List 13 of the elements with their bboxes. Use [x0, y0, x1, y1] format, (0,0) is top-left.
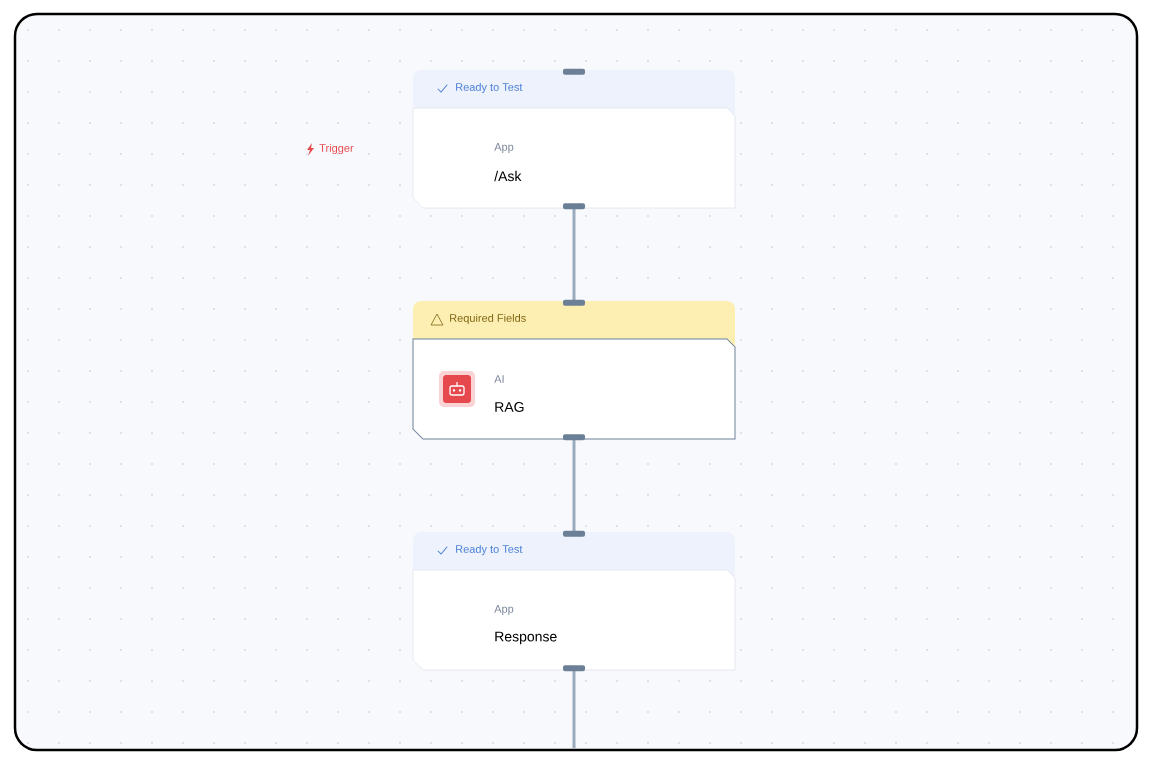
node-title: /Ask	[494, 170, 522, 182]
node-title: RAG	[495, 402, 524, 412]
step-card	[412, 301, 736, 440]
node-type-label: App	[494, 143, 514, 153]
status-label: Required Fields	[450, 313, 526, 325]
trigger-label: Trigger	[319, 143, 354, 155]
step-card	[412, 70, 736, 209]
node-type-label: AI	[494, 375, 504, 383]
node-type-label: App	[494, 605, 514, 615]
status-label: Ready to Test	[456, 82, 523, 94]
step-card	[412, 532, 736, 671]
status-label: Ready to Test	[456, 544, 523, 556]
node-title: Response	[495, 631, 557, 645]
